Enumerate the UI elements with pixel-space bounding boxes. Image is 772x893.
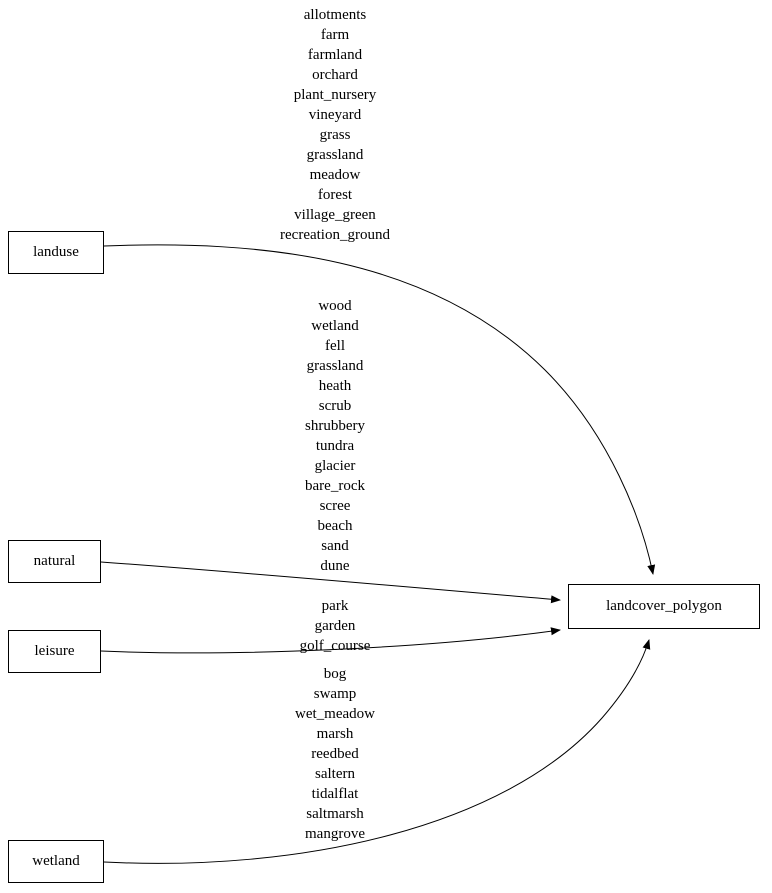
edge-label-wetland-values: bog swamp wet_meadow marsh reedbed salte… [295,666,375,842]
node-landcover-polygon: landcover_polygon [568,584,760,629]
node-wetland: wetland [8,840,104,883]
node-natural-label: natural [33,553,76,569]
node-leisure-label: leisure [34,643,75,659]
edge-leisure-to-landcover [100,627,561,654]
node-natural: natural [8,540,101,583]
edge-natural-to-landcover [100,561,561,604]
edge-landuse-to-landcover [103,244,656,575]
edge-wetland-to-landcover [103,639,651,864]
node-wetland-label: wetland [32,853,80,869]
edge-label-leisure-values: park garden golf_course [299,598,371,654]
node-landuse: landuse [8,231,104,274]
edge-label-landuse-values: allotments farm farmland orchard plant_n… [280,7,390,243]
node-landcover-polygon-label: landcover_polygon [606,598,722,614]
node-landuse-label: landuse [33,244,79,260]
node-leisure: leisure [8,630,101,673]
edge-label-natural-values: wood wetland fell grassland heath scrub … [305,298,365,574]
